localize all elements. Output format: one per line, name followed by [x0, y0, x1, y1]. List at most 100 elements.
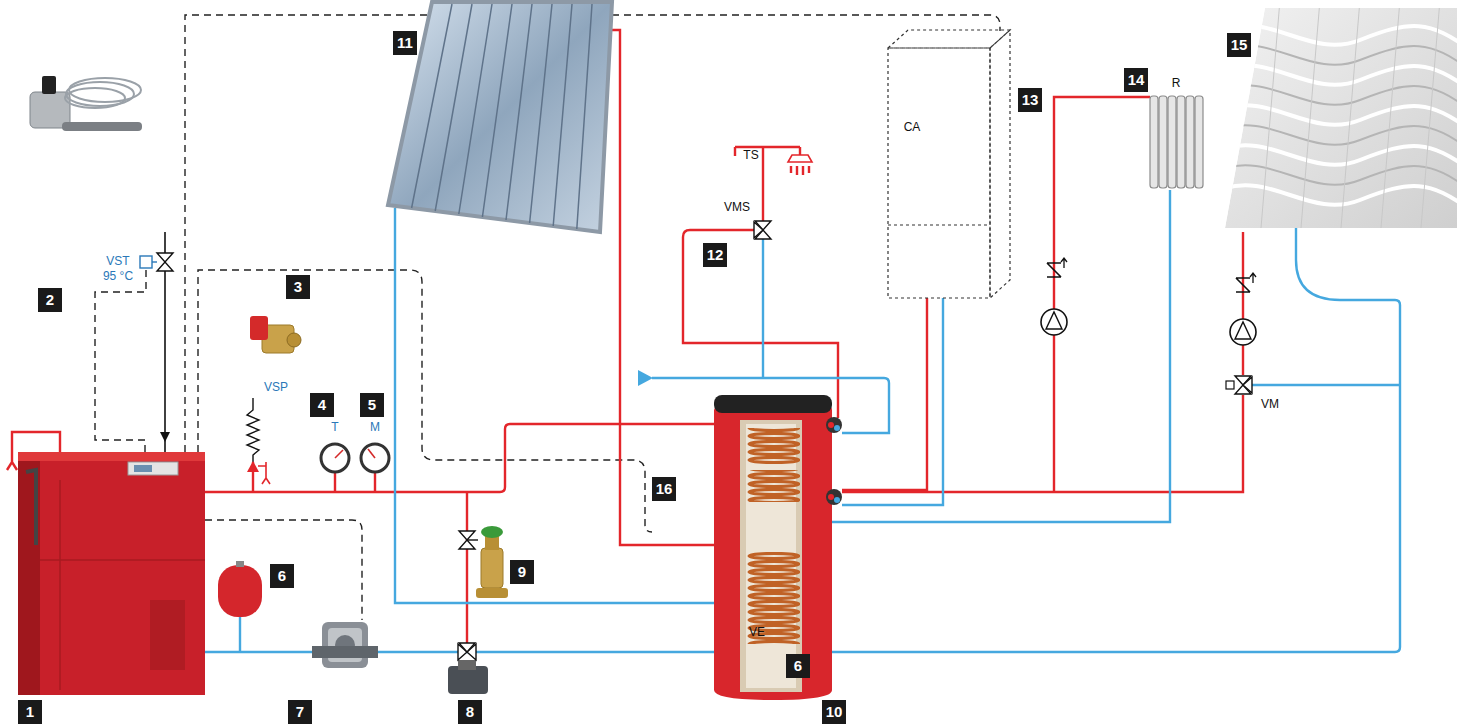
supply-pipe: [466, 492, 468, 644]
balancing-valve: [485, 536, 499, 550]
three-way-valve: [448, 666, 488, 694]
supply-pipe: [842, 395, 1243, 492]
storage-tank: [744, 428, 800, 464]
radiator: [1186, 96, 1194, 188]
three-way-valve: [458, 660, 476, 670]
safety-valve: [287, 333, 301, 347]
expansion-vessel: [236, 561, 244, 567]
balancing-valve: [476, 588, 508, 598]
safety-valve: [250, 316, 268, 340]
radiator: [1159, 96, 1167, 188]
callout-number: 9: [510, 560, 534, 584]
wall-boiler: [990, 30, 1010, 298]
supply-pipe: [610, 30, 714, 545]
boiler-illustration: [18, 452, 205, 695]
wall-boiler: [888, 30, 1010, 48]
part-label: TS: [743, 149, 758, 162]
pump-symbol: [1041, 309, 1067, 335]
part-label: T: [331, 421, 338, 434]
mixing-valve: [1235, 376, 1251, 394]
part-label: VST: [106, 255, 129, 268]
boiler-illustration: [18, 452, 40, 695]
radiator: [1177, 96, 1185, 188]
balancing-valve: [481, 548, 503, 588]
callout-number: 6: [270, 564, 294, 588]
radiator: [1195, 96, 1203, 188]
wall-boiler: [888, 224, 990, 225]
callout-number: 11: [393, 31, 417, 55]
storage-tank: [826, 417, 842, 433]
callout-number: 1: [18, 700, 42, 724]
part-label: VM: [1261, 398, 1279, 411]
gauge: [335, 450, 343, 458]
thermal-discharge-valve: [140, 256, 152, 268]
mixing-valve: [1226, 381, 1234, 389]
gauge: [368, 449, 375, 458]
callout-number: 2: [38, 288, 62, 312]
part-label: CA: [904, 121, 921, 134]
safety-valve: [247, 398, 259, 462]
boiler-illustration: [150, 600, 185, 670]
callout-number: 7: [288, 700, 312, 724]
radiator: [1150, 96, 1203, 188]
boiler-illustration: [134, 465, 152, 472]
gauge: [321, 444, 389, 472]
thermal-discharge-valve: [42, 76, 56, 94]
callout-number: 13: [1018, 88, 1042, 112]
return-pipe: [842, 298, 943, 505]
storage-tank: [714, 396, 832, 700]
radiator: [1150, 96, 1158, 188]
supply-pipe: [205, 424, 716, 492]
part-label: M: [370, 421, 380, 434]
callout-number: 15: [1227, 33, 1251, 57]
control-wire: [95, 268, 146, 452]
shower-head: [788, 155, 812, 162]
storage-tank: [826, 489, 842, 505]
pump-symbol: [1047, 258, 1067, 277]
callout-number: 4: [310, 393, 334, 417]
thermostatic-mixer: [754, 222, 763, 238]
return-pipe: [1252, 384, 1400, 386]
thermostatic-mixer: [755, 221, 771, 239]
storage-tank: [828, 422, 834, 428]
part-label: 95 °C: [103, 270, 133, 283]
solar-collector: [388, 2, 612, 232]
thermal-discharge-valve: [62, 122, 142, 131]
thermal-discharge-valve: [157, 253, 173, 271]
safety-valve: [247, 461, 259, 472]
thermal-discharge-valve: [30, 76, 173, 452]
callout-number: 12: [703, 243, 727, 267]
boiler-illustration: [18, 452, 205, 695]
callout-number: 5: [360, 393, 384, 417]
part-label: VMS: [724, 201, 750, 214]
wall-boiler: [888, 30, 1010, 298]
storage-tank: [744, 470, 800, 502]
three-way-valve: [448, 643, 488, 694]
floor-heating: [1220, 45, 1461, 190]
storage-tank: [834, 425, 840, 431]
callout-number: 14: [1124, 68, 1148, 92]
floor-heating: [1220, 0, 1461, 240]
circulation-pump: [322, 622, 368, 668]
three-way-valve: [459, 643, 475, 652]
mixing-valve: [1243, 377, 1252, 393]
storage-tank: [714, 395, 832, 413]
balancing-valve: [481, 526, 503, 538]
part-label: R: [1172, 77, 1181, 90]
return-pipe: [762, 239, 764, 378]
thermal-discharge-valve: [160, 432, 170, 442]
balancing-valve: [476, 526, 508, 598]
boiler-illustration: [128, 462, 178, 475]
storage-tank: [740, 420, 802, 692]
storage-tank: [834, 497, 840, 503]
thermal-discharge-valve: [69, 78, 141, 102]
cold-water-inlet: [638, 370, 653, 386]
floor-heating: [1220, 185, 1461, 210]
wall-boiler: [888, 48, 990, 298]
boiler-illustration: [40, 480, 205, 690]
safety-valve: [247, 316, 301, 484]
return-pipe: [832, 190, 1170, 522]
